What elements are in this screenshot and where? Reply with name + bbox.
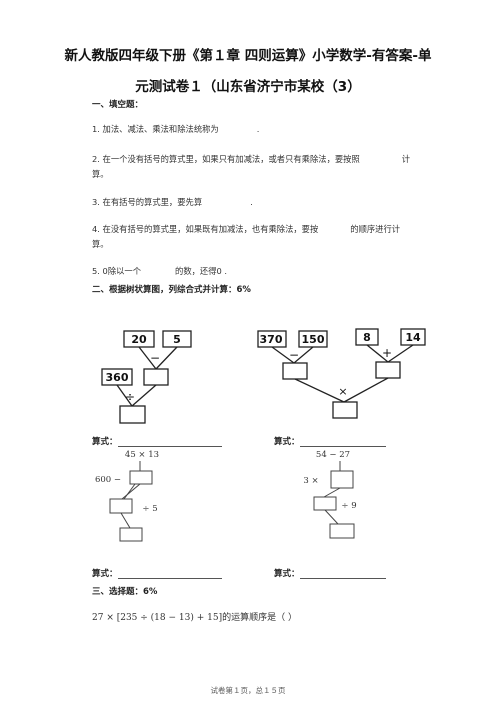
tree1-op2: ÷: [125, 390, 135, 404]
tree1-b: 5: [173, 333, 181, 346]
tree2-c: 8: [363, 331, 371, 344]
page-footer: 试卷第１页，总１５页: [210, 686, 286, 695]
tree1-c: 360: [106, 371, 129, 384]
tree4-left: 3 ×: [303, 476, 318, 486]
tree-4: [313, 461, 355, 539]
tree2-op2: +: [382, 346, 392, 360]
question-3: 3. 在有括号的算式里，要先算.: [92, 197, 253, 207]
tree3-right: ÷ 5: [142, 504, 157, 514]
section3-heading: 三、选择题：6%: [92, 587, 158, 597]
tree2-op3: ×: [338, 385, 347, 398]
tree4-top: 54 − 27: [316, 450, 350, 460]
doc-title-line1: 新人教版四年级下册《第１章 四则运算》小学数学-有答案-单: [64, 48, 432, 64]
question-5: 5. 0除以一个的数，还得0 .: [92, 266, 228, 276]
formula-label-4: 算式：: [274, 567, 386, 579]
tree3-left: 600 −: [95, 475, 121, 485]
tree3-top: 45 × 13: [125, 450, 159, 460]
tree-1: [101, 330, 192, 424]
tree4-right: ÷ 9: [341, 501, 356, 511]
tree2-d: 14: [405, 331, 421, 344]
section2-heading: 二、根据树状算图，列综合式并计算：6%: [92, 285, 251, 295]
tree2-b: 150: [302, 333, 325, 346]
tree1-op1: −: [150, 351, 160, 365]
formula-label-2: 算式：: [274, 435, 386, 447]
formula-label-1: 算式：: [92, 435, 222, 447]
tree-2: [257, 328, 426, 419]
tree-3: [109, 461, 153, 542]
tree2-op1: −: [289, 348, 299, 362]
choice-question-expression: 27 × [235 ÷ (18 − 13) + 15]的运算顺序是（ ）: [92, 613, 297, 623]
tree2-a: 370: [260, 333, 283, 346]
tree1-a: 20: [131, 333, 147, 346]
section1-heading: 一、填空题：: [92, 100, 144, 110]
question-4: 4. 在没有括号的算式里，如果既有加减法，也有乘除法，要按的顺序进行计 算。: [92, 224, 401, 249]
doc-title-line2: 元测试卷１（山东省济宁市某校（3）: [135, 79, 361, 95]
question-2: 2. 在一个没有括号的算式里，如果只有加减法，或者只有乘除法，要按照计 算。: [92, 154, 411, 179]
question-1: 1. 加法、减法、乘法和除法统称为.: [92, 124, 260, 134]
formula-label-3: 算式：: [92, 567, 222, 579]
